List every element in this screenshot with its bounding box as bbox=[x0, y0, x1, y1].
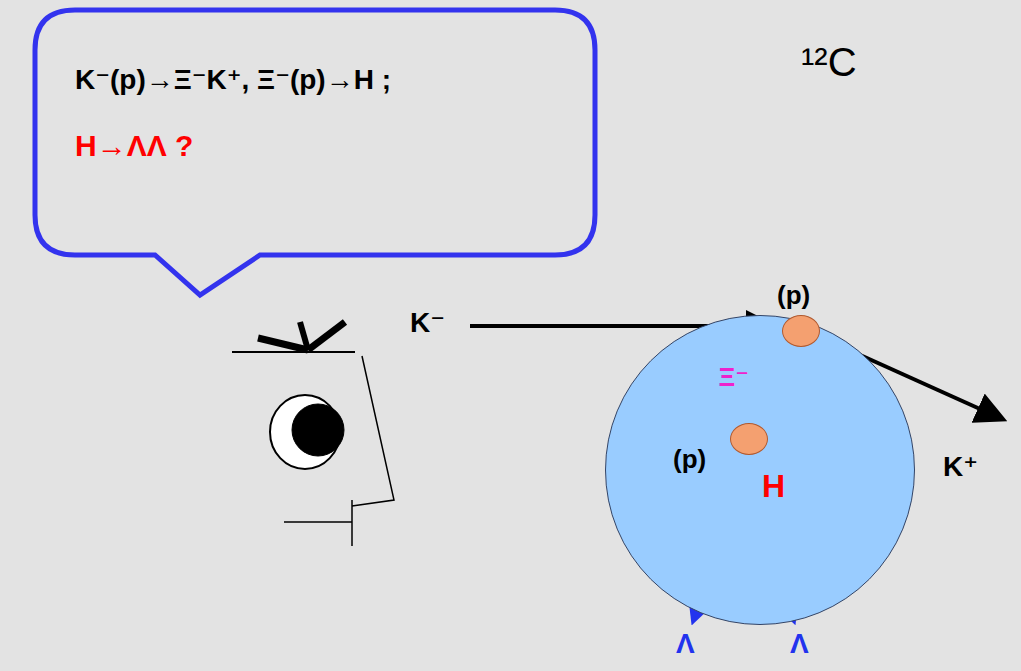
edge-label: Ξ⁻ bbox=[719, 362, 749, 393]
proton-dot: (p) bbox=[782, 315, 820, 347]
question-text: H→ΛΛ ? bbox=[75, 126, 565, 166]
proton-label: (p) bbox=[777, 280, 810, 311]
particle-label: Λ bbox=[790, 628, 809, 660]
reaction-text: K⁻(p)→Ξ⁻K⁺, Ξ⁻(p)→H ; bbox=[75, 60, 565, 100]
nucleus-circle: ¹²C(p)(p) bbox=[605, 315, 915, 625]
speech-bubble: K⁻(p)→Ξ⁻K⁺, Ξ⁻(p)→H ; H→ΛΛ ? bbox=[35, 10, 595, 255]
nucleus-label: ¹²C bbox=[801, 40, 857, 85]
particle-label: Λ bbox=[676, 628, 695, 660]
face-drawing bbox=[232, 322, 394, 546]
particle-label: H bbox=[762, 468, 785, 505]
particle-label: K⁺ bbox=[943, 450, 978, 483]
proton-label: (p) bbox=[673, 444, 706, 475]
proton-dot: (p) bbox=[730, 423, 768, 455]
particle-label: K⁻ bbox=[410, 306, 445, 339]
